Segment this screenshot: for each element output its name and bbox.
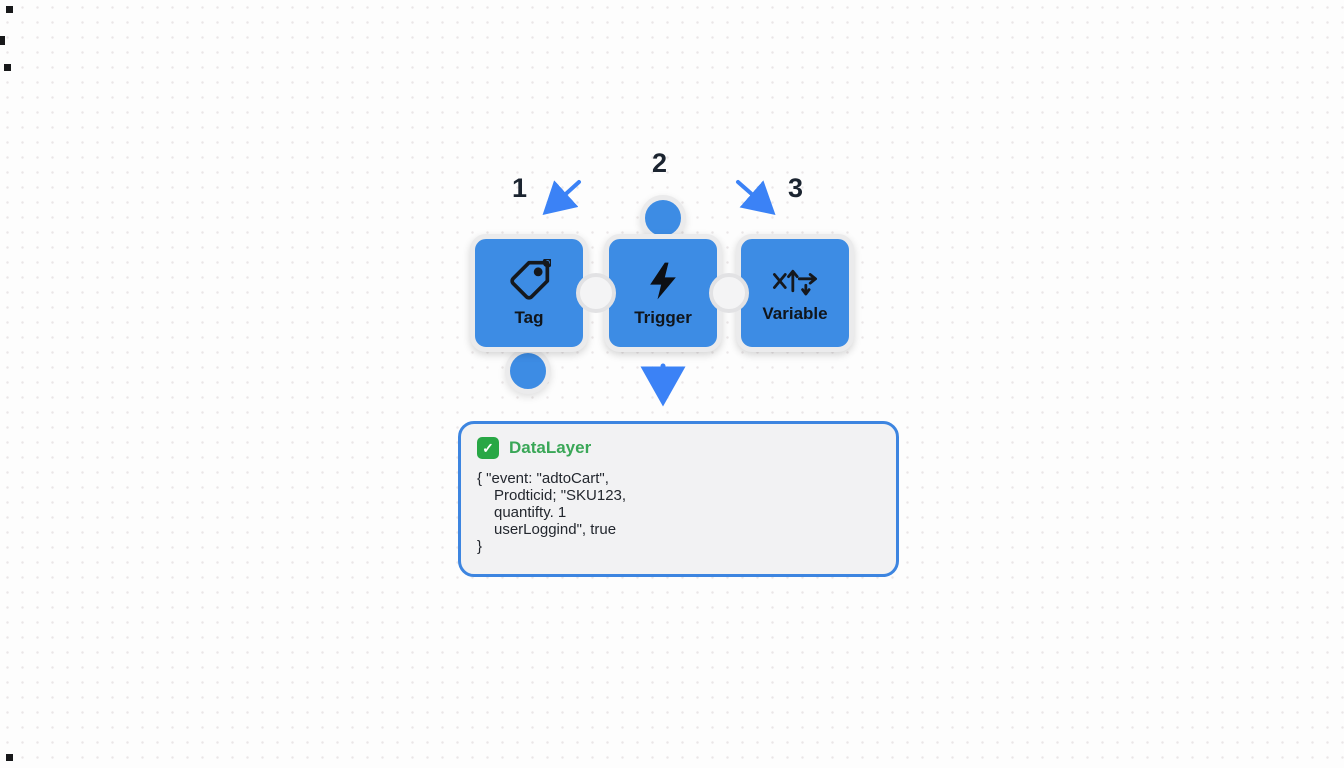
code-line: quantifty. 1 <box>494 504 567 521</box>
step-number-3: 3 <box>788 173 804 203</box>
datalayer-title: DataLayer <box>509 438 592 457</box>
datalayer-code: { "event: "adtoCart", Prodticid; "SKU123… <box>477 470 880 555</box>
datalayer-header: ✓ DataLayer <box>477 437 880 459</box>
puzzle-piece-trigger: Trigger <box>604 234 722 352</box>
piece-label-variable: Variable <box>762 303 828 323</box>
piece-label-tag: Tag <box>514 307 544 327</box>
code-line: userLoggind", true <box>494 521 617 538</box>
variable-arrows-icon <box>773 269 817 295</box>
puzzle-piece-variable: Variable <box>736 234 854 352</box>
code-line: { "event: "adtoCart", <box>477 470 609 487</box>
piece-label-trigger: Trigger <box>634 307 692 327</box>
edge-mark <box>4 64 11 71</box>
edge-mark <box>6 6 13 13</box>
puzzle-knob-top <box>640 195 686 241</box>
checkmark-icon: ✓ <box>477 437 499 459</box>
puzzle-knob-bottom <box>505 348 551 394</box>
edge-mark <box>6 754 13 761</box>
puzzle-socket-left <box>576 273 616 313</box>
puzzle-socket-right <box>709 273 749 313</box>
code-line: } <box>477 538 483 555</box>
step-number-2: 2 <box>652 148 668 178</box>
step-number-1: 1 <box>512 173 528 203</box>
datalayer-panel: ✓ DataLayer { "event: "adtoCart", Prodti… <box>458 421 899 577</box>
lightning-icon <box>650 262 676 299</box>
arrow-to-variable <box>736 180 776 215</box>
tag-icon <box>510 258 551 300</box>
edge-mark <box>0 36 5 45</box>
arrow-to-tag <box>542 180 581 216</box>
puzzle-piece-tag: Tag <box>470 234 588 352</box>
code-line: Prodticid; "SKU123, <box>494 487 627 504</box>
